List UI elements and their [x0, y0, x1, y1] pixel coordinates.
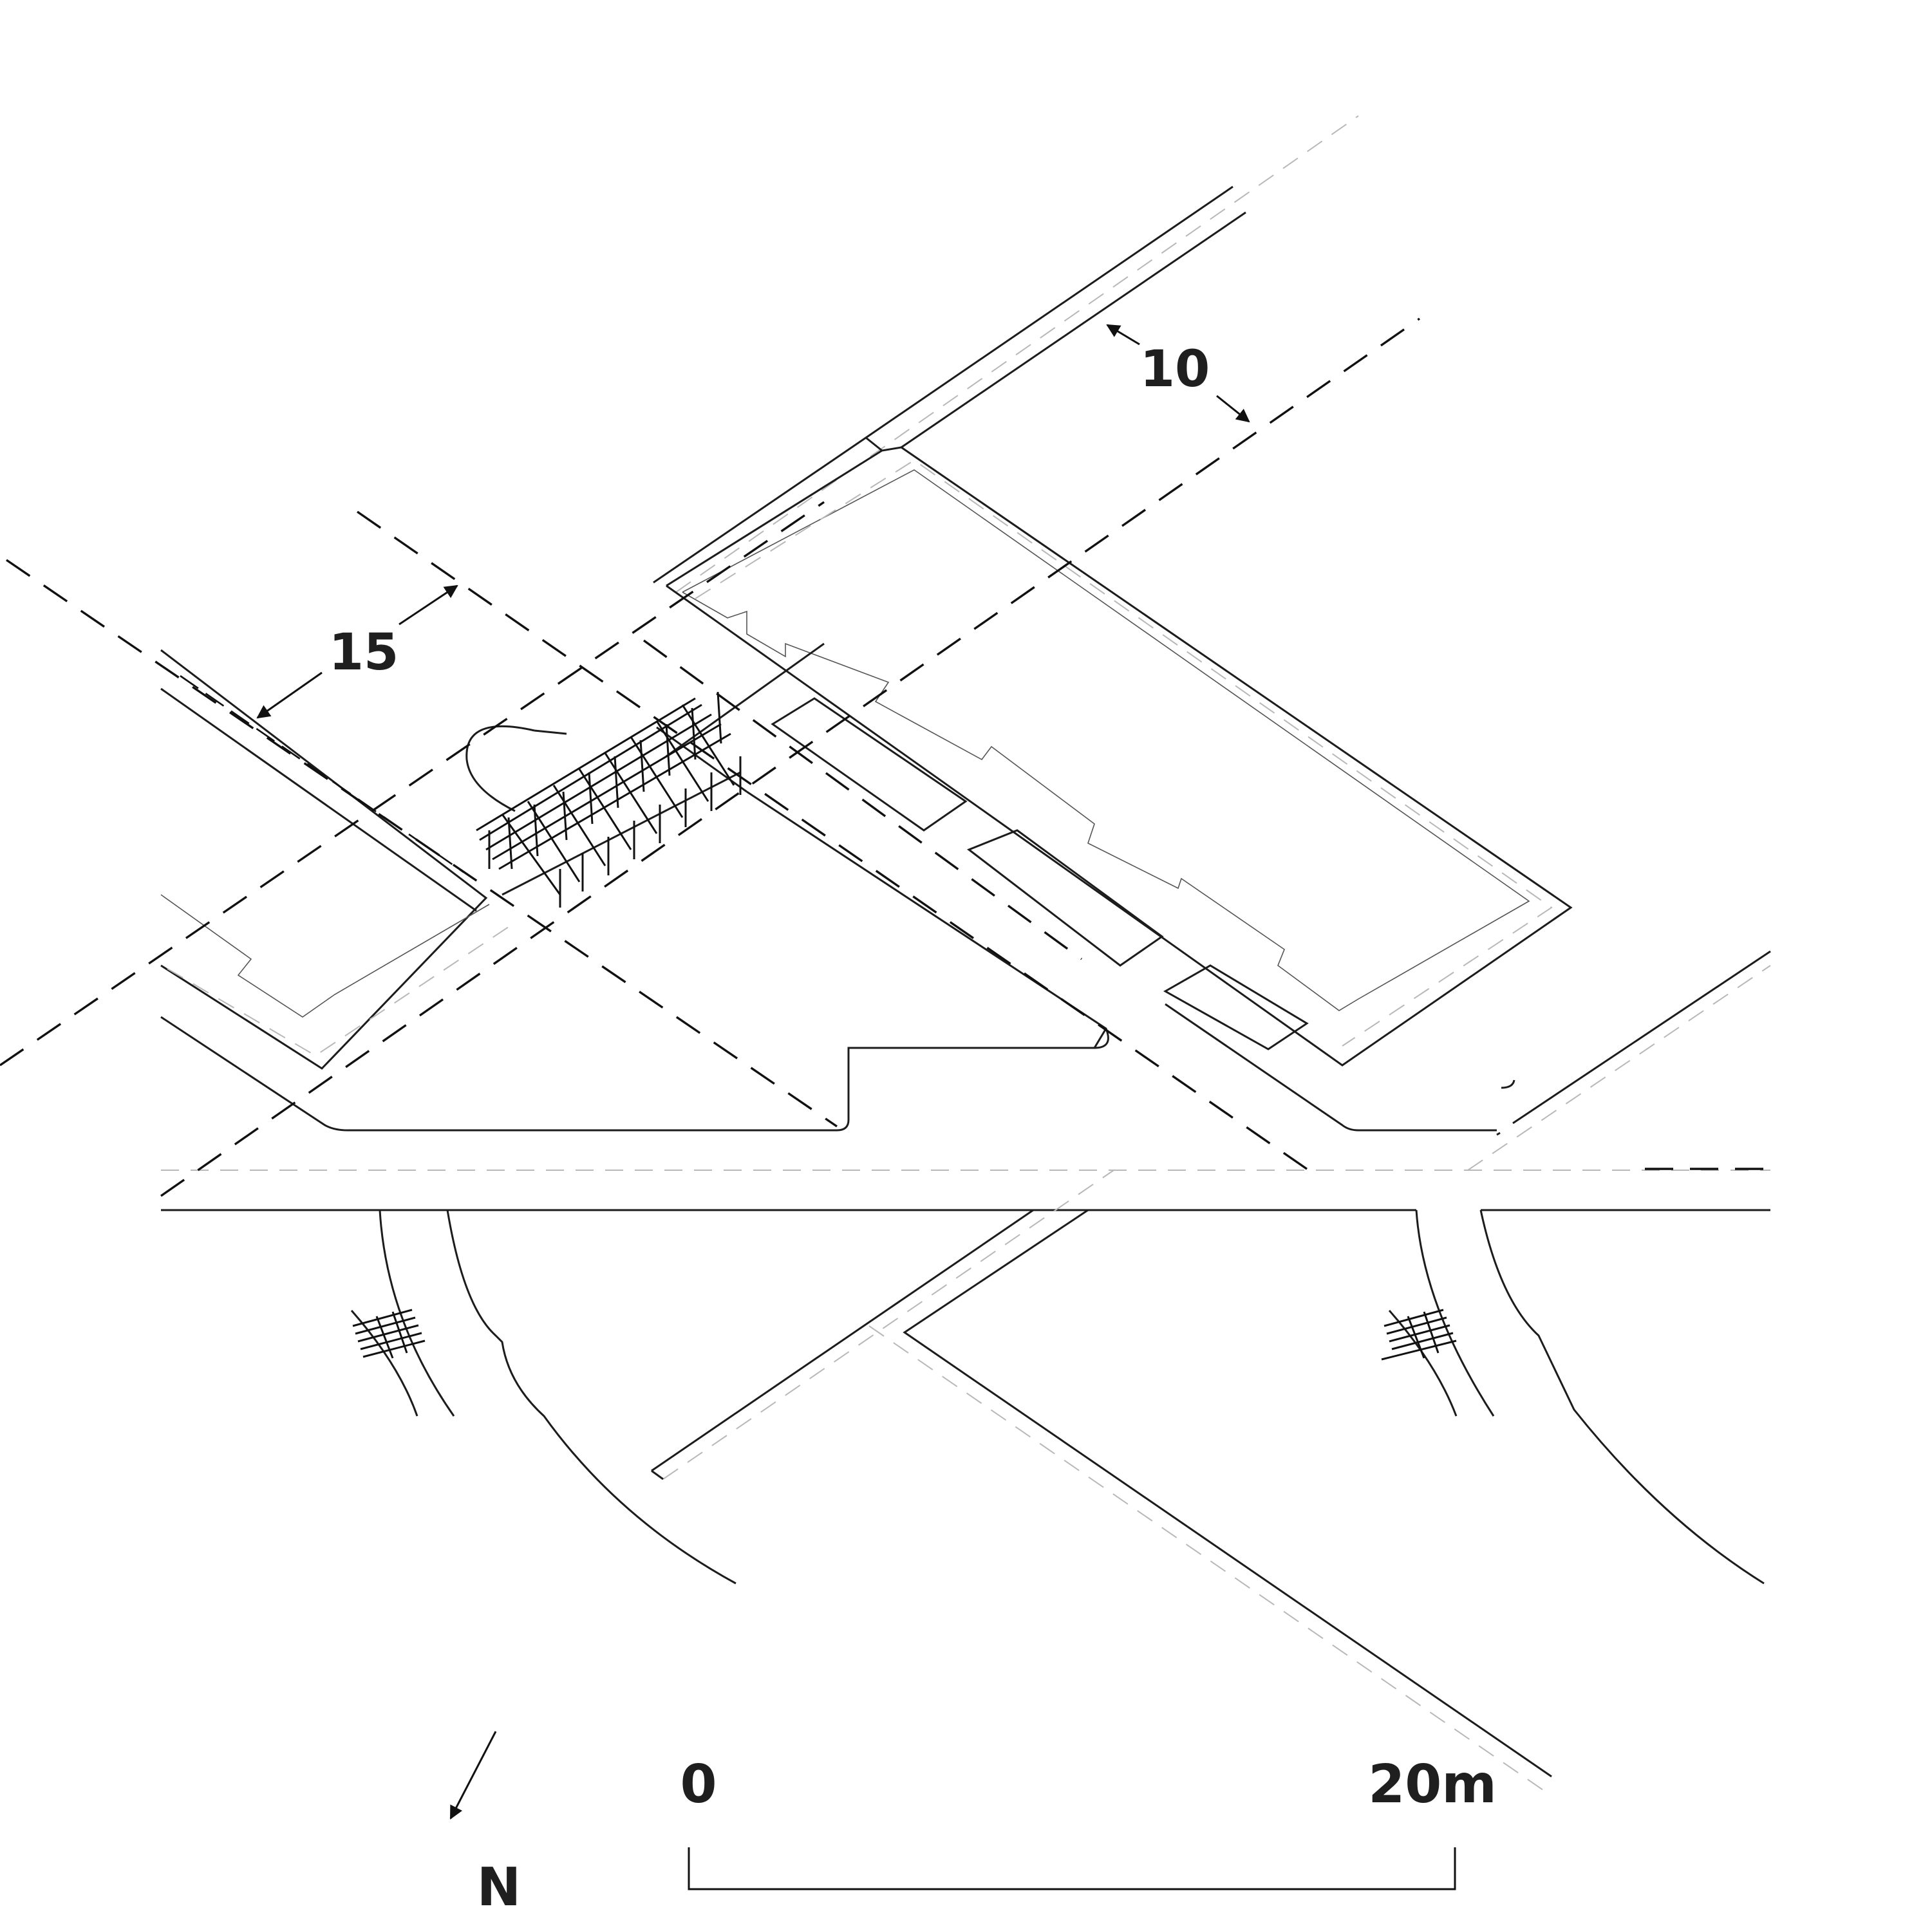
scale-end-label: 20m: [1368, 1754, 1497, 1815]
main-street: [160, 790, 1770, 1211]
kiosks: [771, 697, 1309, 1050]
north-label: N: [477, 1857, 521, 1918]
scale-start-label: 0: [680, 1754, 717, 1815]
diagonal-street: [651, 950, 1771, 1796]
dimension-15-label: 15: [329, 624, 399, 682]
building-west: [160, 649, 509, 1070]
north-arrow: N: [449, 1731, 521, 1918]
crossing-pergola-east: [1381, 1309, 1457, 1361]
dimension-10: 10: [1106, 324, 1250, 423]
north-arrow-icon: [449, 1731, 497, 1820]
scale-bar: 0 20m: [680, 1754, 1497, 1890]
dimension-10-label: 10: [1140, 340, 1210, 398]
setback-lines: [0, 317, 1420, 1197]
dimension-15: 15: [256, 584, 458, 719]
building-northeast: [666, 446, 1573, 1067]
curved-streets: [350, 1209, 1765, 1585]
north-street: [653, 115, 1359, 593]
crossing-pergola-west: [352, 1309, 426, 1359]
main-pergola: [476, 691, 742, 908]
